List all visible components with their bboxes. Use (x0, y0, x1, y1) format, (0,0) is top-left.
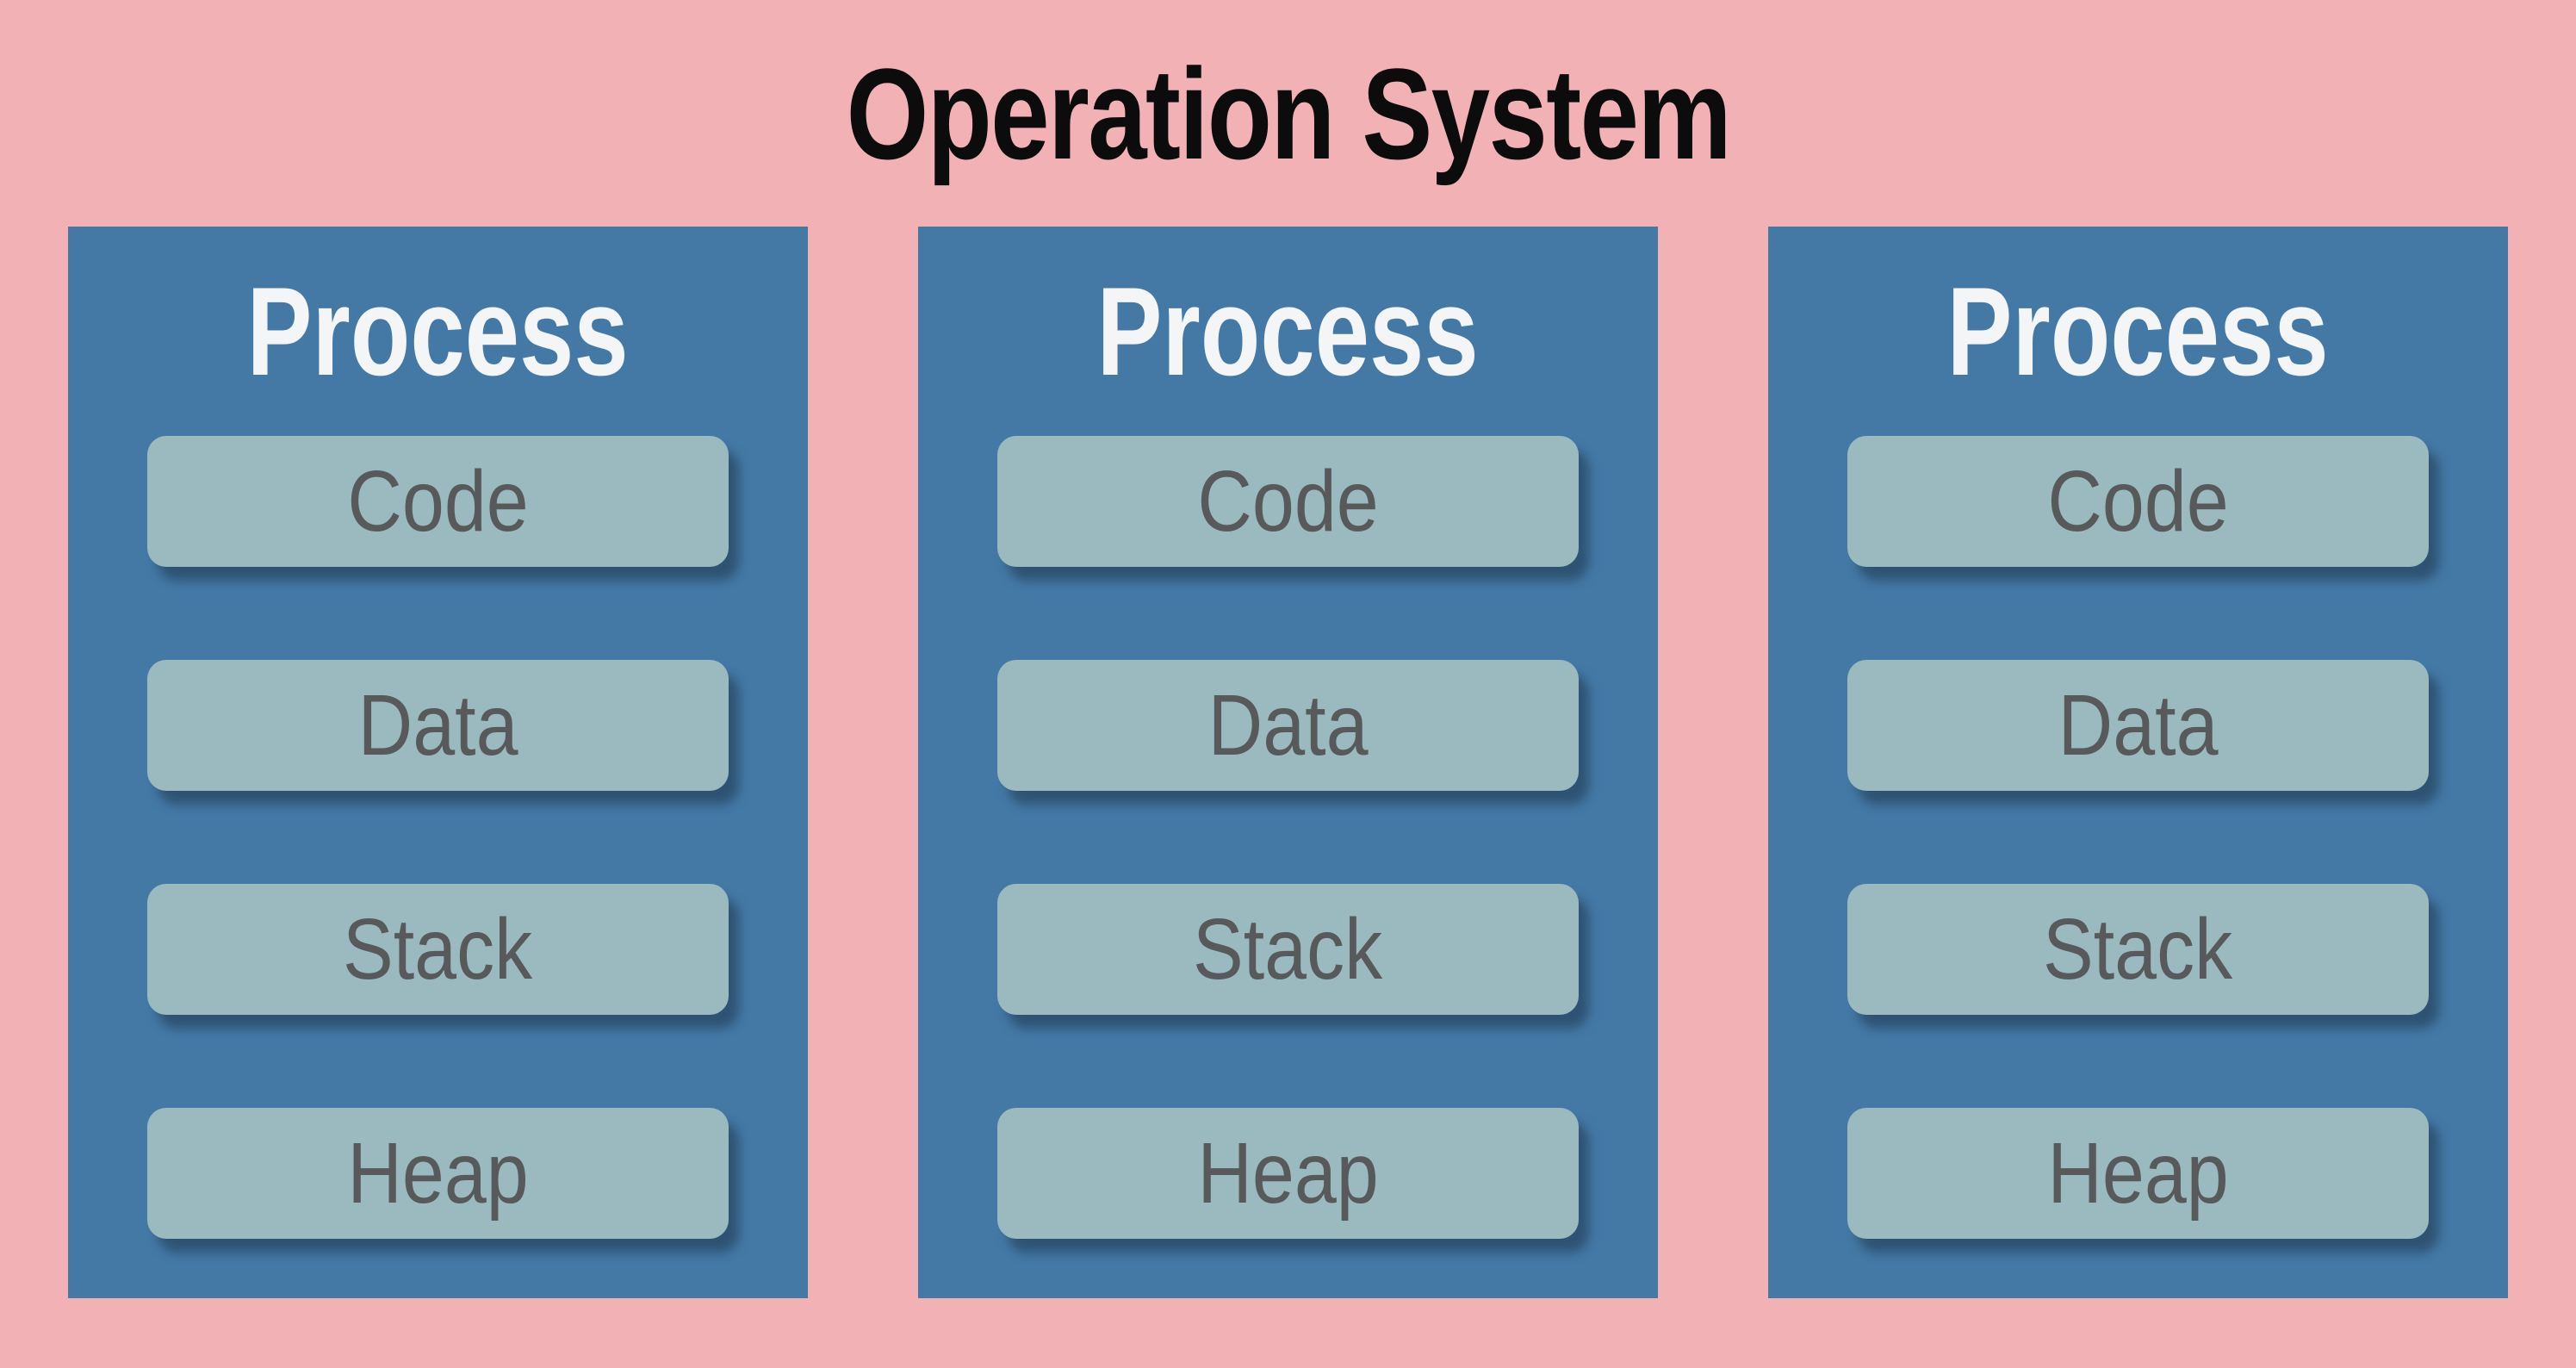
segment-label-stack: Stack (1193, 901, 1383, 998)
memory-segment-heap: Heap (1847, 1108, 2429, 1239)
segment-label-data: Data (2058, 677, 2219, 774)
process-title: Process (997, 227, 1579, 436)
segment-label-code: Code (2047, 453, 2229, 550)
memory-segment-data: Data (147, 660, 729, 791)
memory-segment-code: Code (997, 436, 1579, 567)
segment-label-heap: Heap (1197, 1125, 1379, 1222)
process-title-text: Process (1946, 260, 2330, 401)
process-card-3: Process Code Data Stack Heap (1768, 227, 2508, 1298)
process-title-text: Process (1096, 260, 1480, 401)
process-title-text: Process (246, 260, 630, 401)
diagram-header: Operation System (0, 0, 2576, 227)
memory-segment-stack: Stack (1847, 884, 2429, 1015)
segment-label-stack: Stack (2043, 901, 2233, 998)
memory-segment-data: Data (997, 660, 1579, 791)
segment-label-code: Code (1197, 453, 1379, 550)
process-title: Process (1847, 227, 2429, 436)
memory-segment-code: Code (1847, 436, 2429, 567)
segment-label-data: Data (1207, 677, 1369, 774)
memory-segment-heap: Heap (147, 1108, 729, 1239)
process-card-1: Process Code Data Stack Heap (68, 227, 808, 1298)
memory-segment-stack: Stack (997, 884, 1579, 1015)
segment-label-heap: Heap (2047, 1125, 2229, 1222)
memory-segment-code: Code (147, 436, 729, 567)
segment-label-heap: Heap (347, 1125, 529, 1222)
process-row: Process Code Data Stack Heap Process Cod… (68, 227, 2508, 1298)
segment-label-stack: Stack (343, 901, 533, 998)
process-card-2: Process Code Data Stack Heap (918, 227, 1658, 1298)
os-title: Operation System (749, 49, 1828, 178)
memory-segment-stack: Stack (147, 884, 729, 1015)
process-title: Process (147, 227, 729, 436)
memory-segment-heap: Heap (997, 1108, 1579, 1239)
os-title-text: Operation System (846, 40, 1731, 186)
segment-label-data: Data (357, 677, 518, 774)
memory-segment-data: Data (1847, 660, 2429, 791)
segment-label-code: Code (347, 453, 529, 550)
